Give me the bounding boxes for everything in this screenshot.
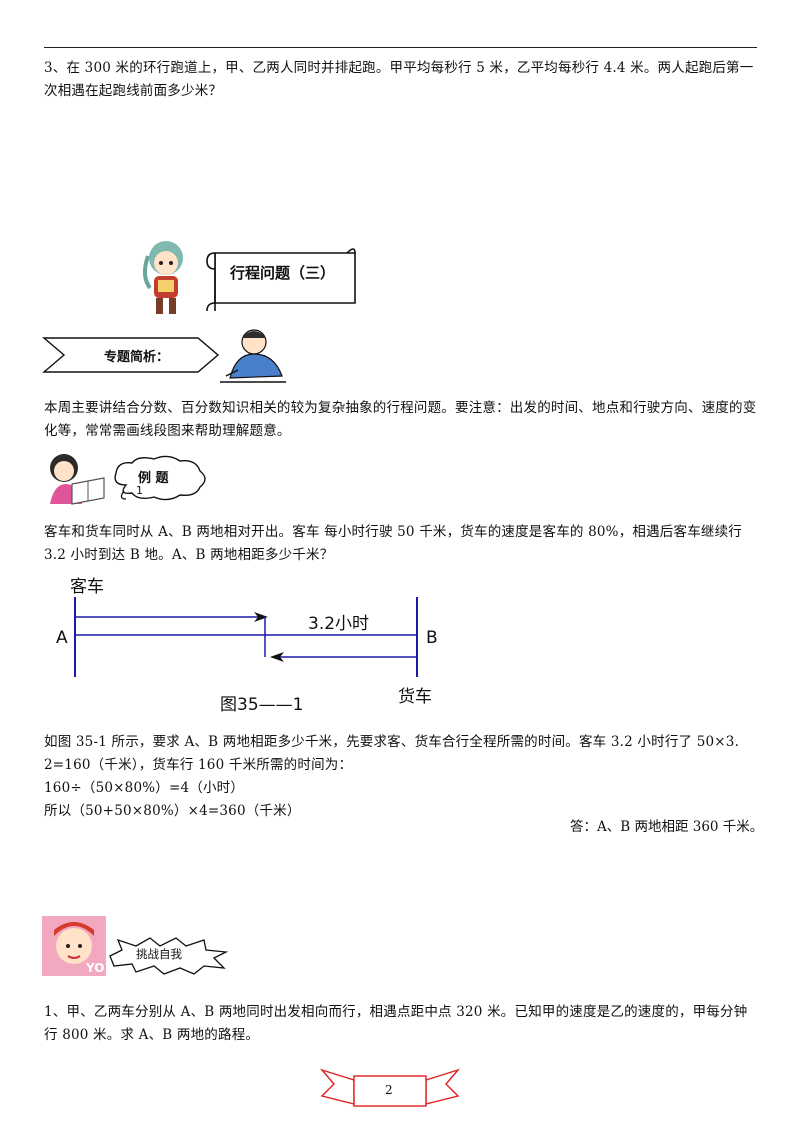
page-number-ribbon <box>320 1068 460 1107</box>
girl-reading-cartoon-image <box>50 454 105 505</box>
solution-text: 如图 35-1 所示，要求 A、B 两地相距多少千米，先要求客、货车合行全程所需… <box>44 734 740 773</box>
svg-text:YO: YO <box>85 961 104 975</box>
challenge-starburst-badge <box>109 937 229 975</box>
girl-cartoon-image <box>143 241 183 314</box>
top-rule <box>44 47 757 48</box>
problem-3-text: 3、在 300 米的环行跑道上，甲、乙两人同时并排起跑。甲平均每秒行 5 米，乙… <box>44 60 754 99</box>
diagram-bottom-label: 货车 <box>398 687 432 707</box>
page-number: 2 <box>385 1083 393 1097</box>
bus-arrowhead <box>254 612 268 622</box>
challenge-label: 挑战自我 <box>136 947 182 961</box>
example-cloud-badge <box>114 455 206 501</box>
solution-answer: 答：A、B 两地相距 360 千米。 <box>570 819 764 835</box>
diagram-point-b: B <box>426 628 438 648</box>
man-writing-cartoon-image <box>220 329 286 383</box>
diagram-point-a: A <box>56 628 68 648</box>
boy-cartoon-image: YO <box>42 916 106 976</box>
diagram-top-label: 客车 <box>70 577 104 597</box>
lesson-title: 行程问题（三） <box>230 264 336 282</box>
example-badge-label: 例 题 <box>138 471 169 486</box>
solution-result-line: 所以（50+50×80%）×4=360（千米） <box>44 803 301 819</box>
travel-line-diagram <box>74 597 418 677</box>
truck-arrowhead <box>270 652 284 662</box>
example-badge-number: 1 <box>136 484 143 497</box>
title-scroll-banner <box>206 248 356 312</box>
diagram-time-label: 3.2小时 <box>308 614 370 634</box>
intro-text: 本周主要讲结合分数、百分数知识相关的较为复杂抽象的行程问题。要注意：出发的时间、… <box>44 400 757 439</box>
section-arrow-banner <box>42 337 220 373</box>
diagram-caption: 图35——1 <box>220 695 304 715</box>
section-intro-label: 专题简析： <box>104 350 170 365</box>
challenge-problem-1: 1、甲、乙两车分别从 A、B 两地同时出发相向而行，相遇点距中点 320 米。已… <box>44 1004 748 1043</box>
solution-calc-line: 160÷（50×80%）=4（小时） <box>44 780 245 796</box>
example-problem-text: 客车和货车同时从 A、B 两地相对开出。客车 每小时行驶 50 千米，货车的速度… <box>44 524 742 563</box>
